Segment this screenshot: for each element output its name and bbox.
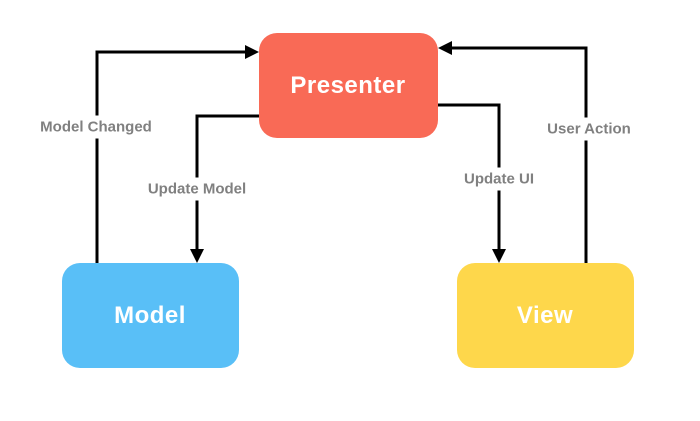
arrowhead-model-changed [245,45,259,59]
node-view [457,263,634,368]
node-presenter [259,33,438,138]
edge-user-action [450,46,588,263]
edge-model-changed [95,50,247,263]
edge-update-ui [438,103,501,251]
edge-update-model [195,114,259,251]
arrowhead-update-ui [492,249,506,263]
arrowhead-update-model [190,249,204,263]
arrowhead-user-action [438,41,452,55]
node-model [62,263,239,368]
